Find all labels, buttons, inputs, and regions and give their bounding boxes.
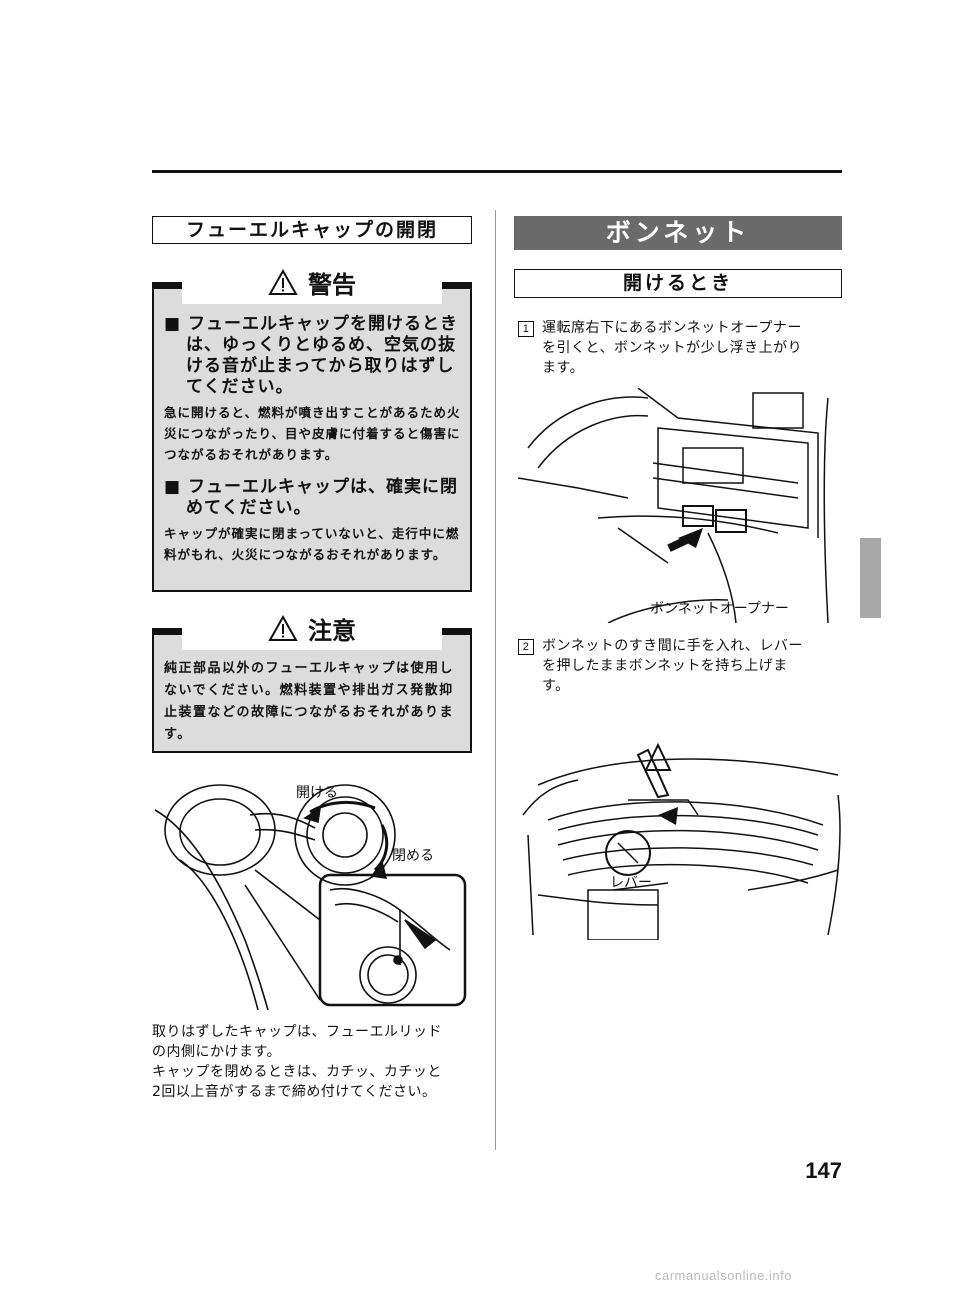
opening-subtitle: 開けるとき — [514, 269, 842, 298]
lever-label: レバー — [610, 875, 652, 891]
step-2-number: 2 — [518, 639, 534, 655]
fuel-cap-note: 取りはずしたキャップは、フューエルリッド の内側にかけます。 キャップを閉めると… — [152, 1022, 477, 1102]
warning-heading: 警告 — [308, 270, 356, 299]
caution-triangle-icon — [268, 614, 298, 641]
step-1-line-3: ます。 — [542, 360, 585, 376]
warning-item-1-title: ■ フューエルキャップを開けるときは、ゆっくりとゆるめ、空気の抜ける音が止まって… — [164, 314, 458, 397]
bonnet-section-banner: ボンネット — [514, 216, 842, 250]
warning-item-1-body: 急に開けると、燃料が噴き出すことがあるため火災につながったり、目や皮膚に付着する… — [164, 405, 461, 462]
warning-box: 警告 ■ フューエルキャップを開けるときは、ゆっくりとゆるめ、空気の抜ける音が止… — [152, 260, 472, 592]
step-2-line-1: ボンネットのすき間に手を入れ、レバー — [542, 638, 803, 654]
fuel-note-line-2: の内側にかけます。 — [152, 1044, 282, 1060]
bonnet-lever-illustration — [522, 742, 841, 940]
bonnet-opener-illustration — [518, 388, 829, 623]
step-2-line-2: を押したままボンネットを持ち上げま — [542, 658, 788, 674]
bonnet-opener-label: ボンネットオープナー — [650, 601, 789, 617]
step-1-number: 1 — [518, 321, 534, 337]
fuel-note-line-3: キャップを閉めるときは、カチッ、カチッと — [152, 1064, 442, 1080]
fuel-note-line-4: 2回以上音がするまで締め付けてください。 — [152, 1084, 437, 1100]
top-rule — [152, 170, 842, 173]
warning-item-2-body: キャップが確実に閉まっていないと、走行中に燃料がもれ、火災につながるおそれがあり… — [164, 526, 460, 562]
section-tab — [860, 538, 881, 618]
page-number: 147 — [805, 1158, 842, 1183]
caution-box: 注意 純正部品以外のフューエルキャップは使用しないでください。燃料装置や排出ガス… — [152, 606, 472, 753]
step-1: 1 運転席右下にあるボンネットオープナー を引くと、ボンネットが少し浮き上がり … — [518, 318, 843, 378]
step-1-line-2: を引くと、ボンネットが少し浮き上がり — [542, 340, 803, 356]
fuel-cap-section-title: フューエルキャップの開閉 — [152, 216, 472, 244]
open-label: 開ける — [296, 785, 338, 801]
warning-triangle-icon — [268, 268, 298, 295]
fuel-cap-illustration — [154, 784, 467, 1010]
caution-heading: 注意 — [308, 616, 356, 645]
column-divider — [495, 210, 496, 1150]
caution-body: 純正部品以外のフューエルキャップは使用しないでください。燃料装置や排出ガス発散抑… — [164, 661, 455, 742]
fuel-note-line-1: 取りはずしたキャップは、フューエルリッド — [152, 1024, 442, 1040]
warning-item-2-title: ■ フューエルキャップは、確実に閉めてください。 — [164, 477, 458, 518]
close-label: 閉める — [392, 848, 434, 864]
watermark: carmanualsonline.info — [655, 1268, 792, 1283]
step-2: 2 ボンネットのすき間に手を入れ、レバー を押したままボンネットを持ち上げま す… — [518, 636, 843, 696]
step-2-line-3: す。 — [542, 678, 570, 694]
step-1-line-1: 運転席右下にあるボンネットオープナー — [542, 320, 802, 336]
